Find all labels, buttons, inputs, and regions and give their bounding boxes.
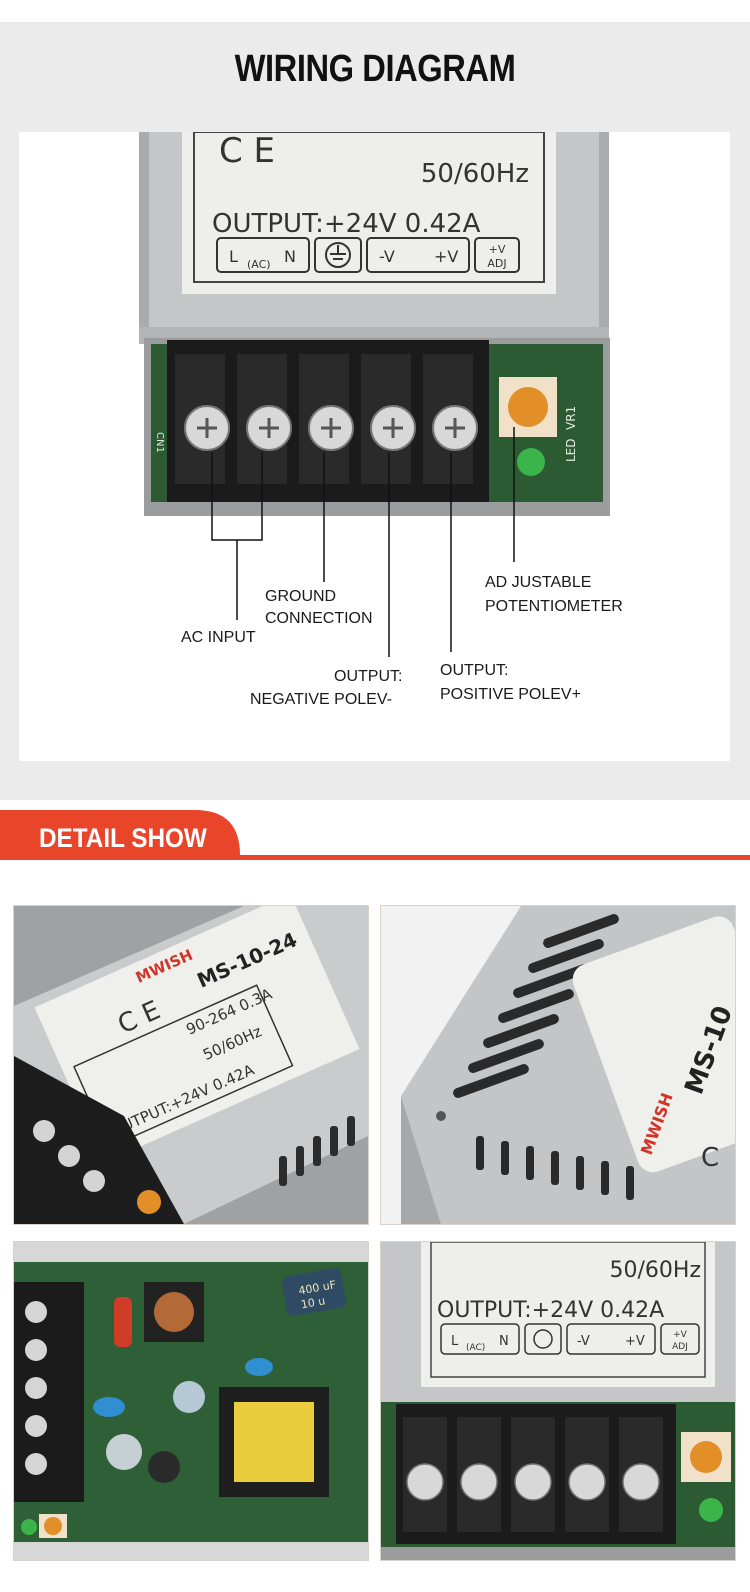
label-output: OUTPUT:+24V 0.42A bbox=[212, 209, 481, 239]
svg-text:L: L bbox=[451, 1334, 459, 1349]
detail-photo-side-vents: MWISH MS-10 C bbox=[380, 905, 736, 1225]
ground-symbol-icon bbox=[325, 242, 351, 268]
label-frequency: 50/60Hz bbox=[421, 159, 529, 189]
svg-text:N: N bbox=[499, 1334, 509, 1349]
transformer bbox=[234, 1402, 314, 1482]
svg-text:CN1: CN1 bbox=[154, 432, 165, 453]
svg-text:+V: +V bbox=[434, 247, 458, 266]
led-indicator bbox=[517, 448, 545, 476]
svg-text:(AC): (AC) bbox=[466, 1343, 485, 1353]
svg-text:ADJ: ADJ bbox=[672, 1342, 688, 1352]
svg-text:ADJ: ADJ bbox=[487, 257, 506, 270]
svg-text:C E: C E bbox=[219, 132, 275, 171]
callout-positive-line1: OUTPUT: bbox=[440, 662, 509, 679]
power-supply-illustration: C E 50/60Hz OUTPUT:+24V 0.42A L (AC) N -… bbox=[139, 132, 610, 657]
svg-text:VR1: VR1 bbox=[564, 406, 578, 430]
svg-text:10 u: 10 u bbox=[300, 1294, 326, 1311]
svg-text:400 uF: 400 uF bbox=[297, 1278, 336, 1297]
callout-lines bbox=[211, 427, 515, 657]
svg-text:L: L bbox=[229, 247, 238, 266]
svg-text:C: C bbox=[701, 1143, 719, 1173]
callout-negative-line1: OUTPUT: bbox=[334, 668, 403, 685]
detail-photo-circuit-board: 400 uF 10 u bbox=[13, 1241, 369, 1561]
callout-positive-line2: POSITIVE POLEV+ bbox=[440, 686, 581, 703]
detail-show-banner bbox=[0, 810, 750, 860]
callout-potentiometer-line1: AD JUSTABLE bbox=[485, 574, 592, 591]
terminal-screws bbox=[184, 405, 478, 451]
svg-text:-V: -V bbox=[577, 1334, 590, 1349]
detail-photo-terminal-closeup: 50/60Hz OUTPUT:+24V 0.42A L (AC) N -V +V… bbox=[380, 1241, 736, 1561]
wiring-diagram-title: WIRING DIAGRAM bbox=[234, 48, 516, 90]
svg-text:+V: +V bbox=[625, 1334, 645, 1349]
callout-ac-input: AC INPUT bbox=[181, 629, 256, 646]
ground-symbol-icon bbox=[533, 1329, 553, 1349]
callout-potentiometer-line2: POTENTIOMETER bbox=[485, 598, 623, 615]
callout-ground-line2: CONNECTION bbox=[265, 610, 373, 627]
svg-text:-V: -V bbox=[379, 247, 395, 266]
svg-text:50/60Hz: 50/60Hz bbox=[610, 1258, 702, 1283]
svg-text:+V: +V bbox=[489, 243, 506, 256]
detail-photo-label-closeup: MWISH C E MS-10-24 90-264 0.3A 50/60Hz O… bbox=[13, 905, 369, 1225]
svg-text:OUTPUT:+24V 0.42A: OUTPUT:+24V 0.42A bbox=[437, 1298, 664, 1323]
wiring-diagram-panel: C E 50/60Hz OUTPUT:+24V 0.42A L (AC) N -… bbox=[19, 132, 730, 761]
svg-text:LED: LED bbox=[564, 438, 578, 462]
capacitor bbox=[281, 1268, 347, 1316]
svg-text:N: N bbox=[284, 247, 296, 266]
svg-text:+V: +V bbox=[673, 1330, 688, 1340]
detail-show-title: DETAIL SHOW bbox=[39, 823, 207, 853]
potentiometer bbox=[508, 387, 548, 427]
svg-text:(AC): (AC) bbox=[247, 258, 271, 271]
callout-negative-line2: NEGATIVE POLEV- bbox=[250, 691, 392, 708]
callout-ground-line1: GROUND bbox=[265, 588, 337, 605]
